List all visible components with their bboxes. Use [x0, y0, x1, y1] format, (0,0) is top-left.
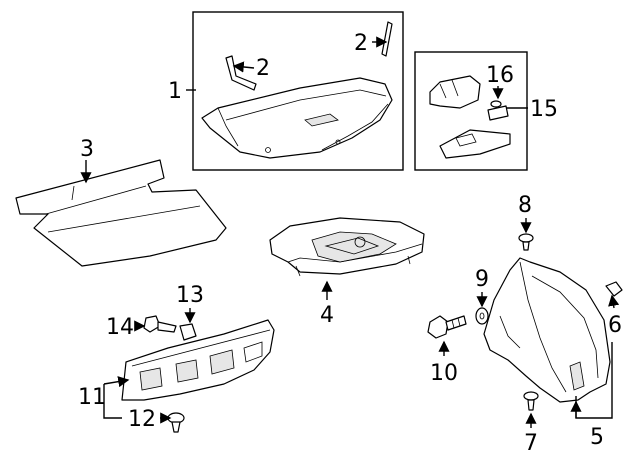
callout-3: 3 [80, 137, 94, 162]
callout-10: 10 [430, 361, 458, 386]
part-14-screw [143, 315, 177, 333]
callout-14: 14 [106, 315, 134, 340]
group-1-frame [192, 11, 404, 171]
part-2-strap-left [225, 55, 257, 91]
callout-7: 7 [524, 431, 538, 456]
part-13-nut [179, 323, 197, 341]
part-7-clip [523, 391, 539, 411]
part-6-clip [605, 281, 623, 303]
part-5-side-trim [483, 257, 611, 403]
part-12-clip [167, 412, 185, 433]
part-11-rear-trim [121, 319, 275, 401]
callout-8: 8 [518, 193, 532, 218]
leader-lines [80, 36, 620, 428]
callout-15: 15 [530, 97, 558, 122]
group-15-frame [414, 51, 528, 171]
part-1-package-tray [201, 77, 393, 159]
callout-12: 12 [128, 407, 156, 432]
part-9-washer [475, 307, 489, 325]
callout-1: 1 [168, 79, 182, 104]
part-4-deck-board [269, 217, 425, 277]
callout-16: 16 [486, 63, 514, 88]
callout-6: 6 [608, 313, 622, 338]
part-8-clip [518, 233, 534, 251]
part-15-bracket [429, 75, 511, 159]
callout-9: 9 [475, 267, 489, 292]
callout-5: 5 [590, 425, 604, 450]
callout-2-right: 2 [354, 31, 368, 56]
callout-13: 13 [176, 283, 204, 308]
callout-11: 11 [78, 385, 106, 410]
callout-4: 4 [320, 303, 334, 328]
part-10-bolt [427, 315, 467, 339]
callout-2-left: 2 [256, 56, 270, 81]
part-16-hook [487, 100, 509, 121]
part-2-strap-right [381, 21, 393, 57]
part-3-cargo-mat [15, 159, 227, 267]
